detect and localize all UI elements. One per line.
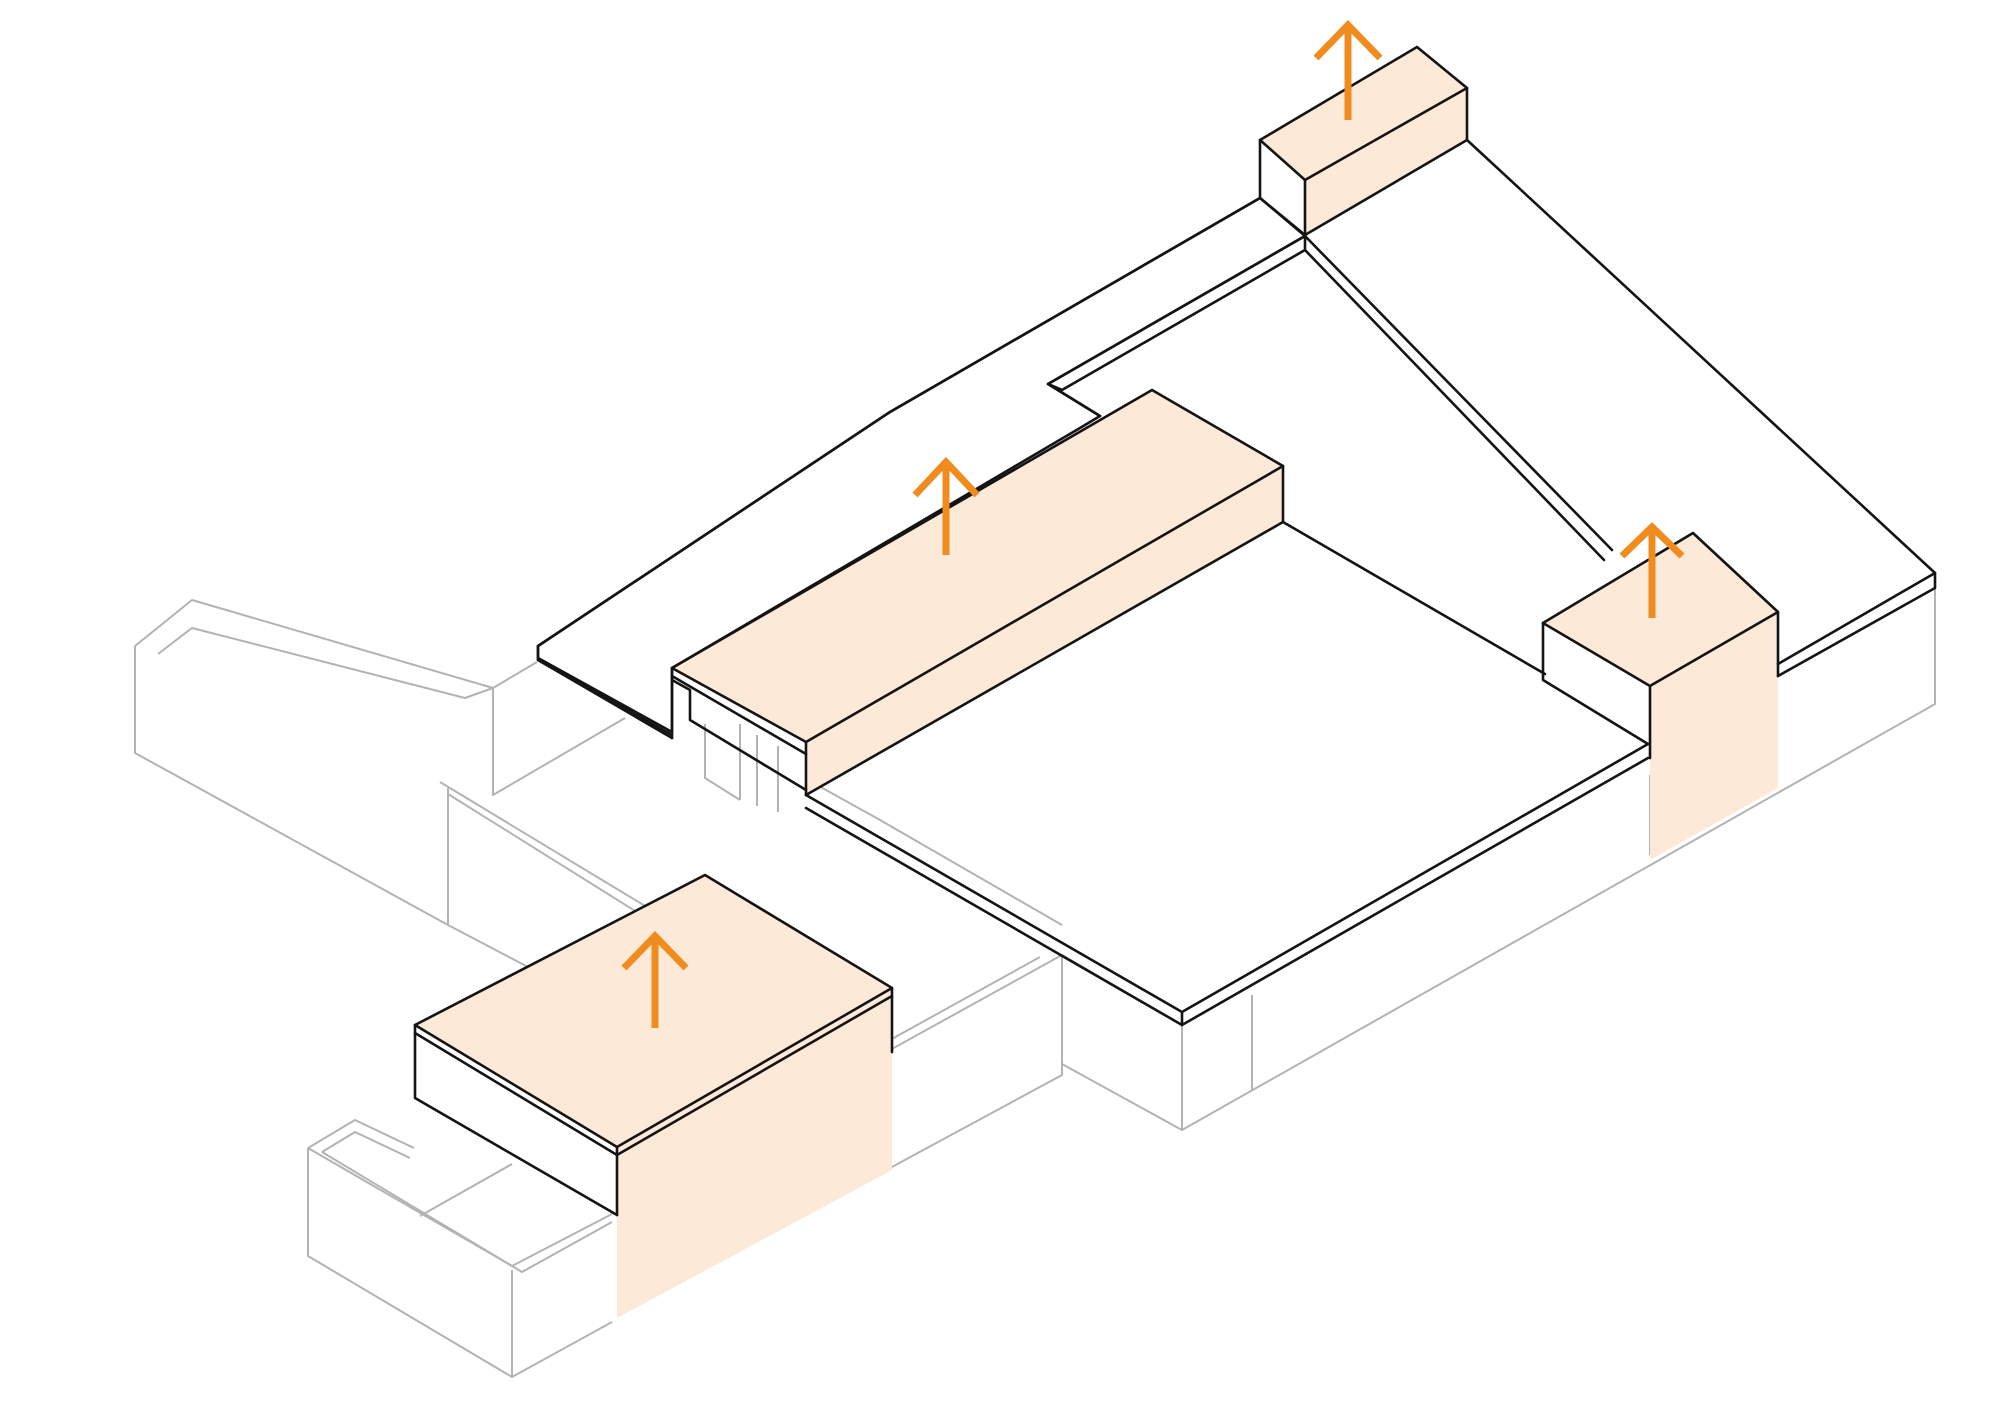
raised-volume-right-tower — [1543, 533, 1778, 686]
up-arrow-icon — [1313, 19, 1383, 120]
raised-volume-central-bar — [672, 390, 1283, 742]
up-arrow-icon — [912, 456, 980, 555]
raised-volume-top-right — [1260, 47, 1467, 180]
context-buildings — [134, 585, 1936, 1378]
raised-volume-fills — [415, 47, 1778, 1318]
arrows — [621, 19, 1685, 1028]
up-arrow-icon — [1619, 522, 1685, 618]
building-outlines — [413, 45, 1937, 1217]
up-arrow-icon — [621, 930, 689, 1028]
